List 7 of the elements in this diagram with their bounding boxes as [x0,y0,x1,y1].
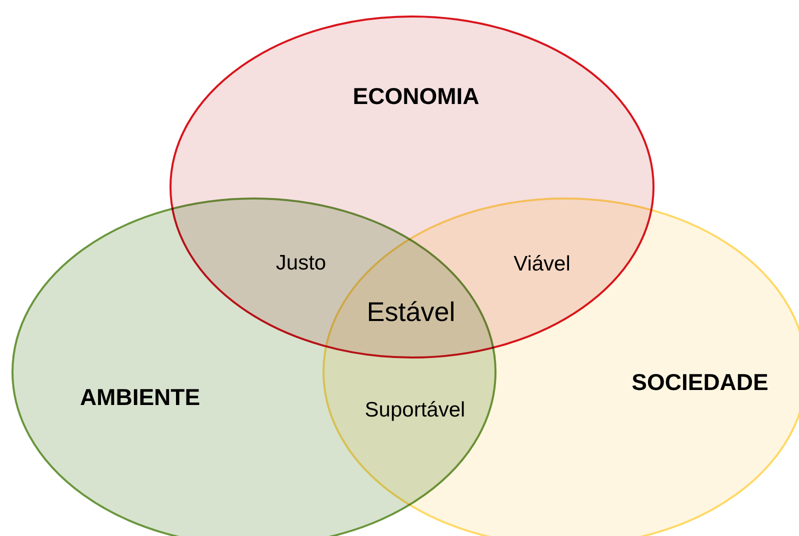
overlap-label: Viável [514,251,570,278]
set-title: AMBIENTE [80,382,200,412]
overlap-label: Estável [366,296,456,329]
set-title: ECONOMIA [352,82,480,111]
overlap-label: Suportável [364,397,466,424]
overlap-label: Justo [276,250,326,276]
set-title: SOCIEDADE [632,368,768,397]
